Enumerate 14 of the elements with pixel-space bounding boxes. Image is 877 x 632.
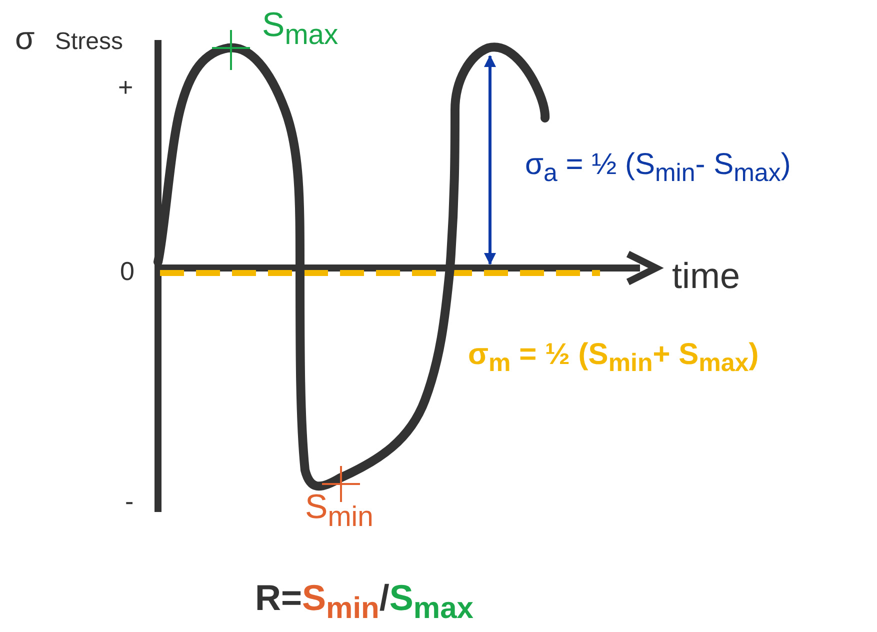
tick-label: -	[125, 488, 134, 514]
ratio-formula: R=	[255, 580, 302, 616]
mean-stress-formula: σ$_{m}$ = ½ (S$_{min}$+ S$_{max}$)	[468, 340, 759, 376]
tick-label: 0	[120, 258, 134, 284]
axis-symbol: σ	[15, 22, 35, 54]
max-stress-label: S$_{max}$	[262, 8, 338, 50]
ratio-divider: /	[379, 580, 390, 616]
ratio-numerator: S$_{min}$	[302, 580, 380, 624]
axis-title: Stress	[55, 30, 124, 54]
axis-title: time	[672, 258, 740, 294]
ratio-denominator: S$_{max}$	[389, 580, 474, 624]
tick-label: +	[118, 74, 134, 100]
min-stress-label: S$_{min}$	[305, 490, 374, 532]
amplitude-formula: σ$_{a}$ = ½ (S$_{min}$- S$_{max}$)	[525, 150, 791, 186]
